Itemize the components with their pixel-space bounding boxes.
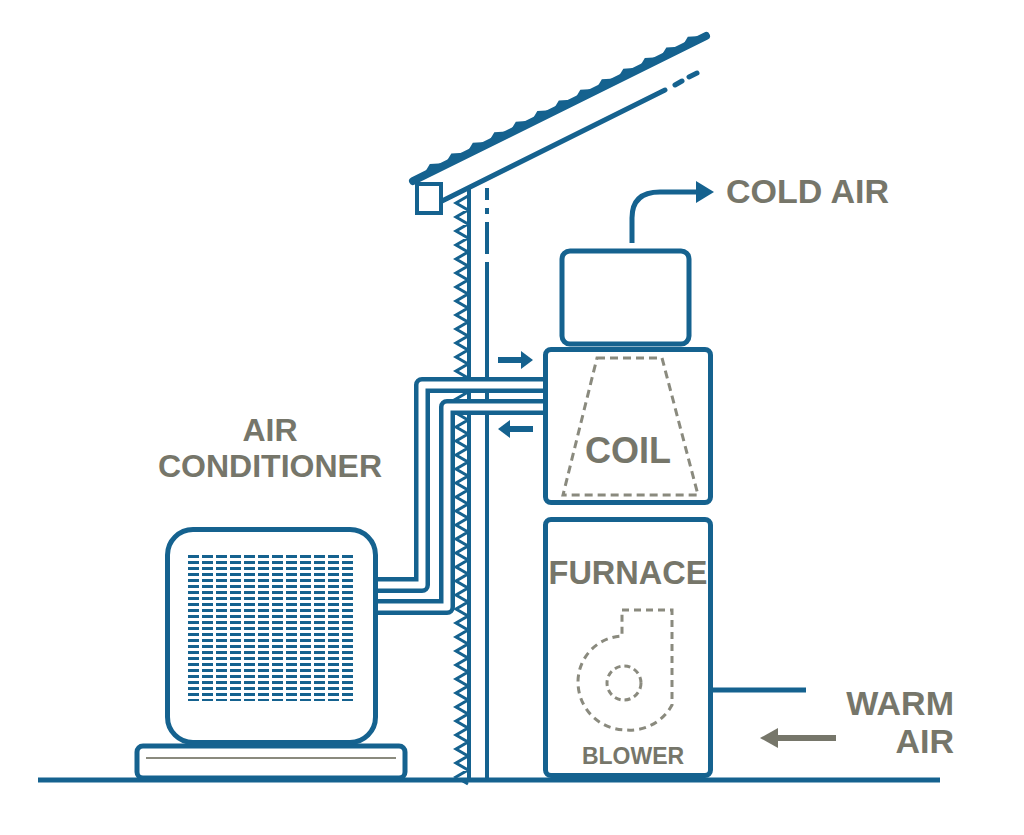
blower-wheel xyxy=(607,666,641,700)
cold-air-arrow xyxy=(632,192,698,243)
blower-housing xyxy=(578,610,672,730)
cold-air-arrowhead xyxy=(696,181,714,203)
coil-outline xyxy=(563,358,698,495)
blower: BLOWER xyxy=(570,610,696,770)
warm-air-label: WARM AIR xyxy=(826,684,954,760)
air-conditioner-unit: AIR CONDITIONER xyxy=(165,527,378,745)
ac-base xyxy=(137,746,405,778)
node-label: COIL xyxy=(543,431,713,471)
roof xyxy=(413,36,706,213)
node-label: AIR CONDITIONER xyxy=(135,413,405,485)
refrigerant-line xyxy=(376,407,545,607)
cold-air-label: COLD AIR xyxy=(726,172,926,210)
furnace-box: FURNACE BLOWER xyxy=(543,517,713,778)
node-label: FURNACE xyxy=(543,555,713,591)
return-duct xyxy=(713,688,806,693)
ac-grille xyxy=(188,555,354,701)
coil-box: COIL xyxy=(543,347,713,505)
wall xyxy=(456,188,487,784)
supply-plenum xyxy=(562,251,689,344)
refrigerant-line xyxy=(376,351,545,585)
node-label: BLOWER xyxy=(570,744,696,770)
ac-base-line xyxy=(146,757,396,759)
warm-air-arrowhead xyxy=(760,728,778,748)
warm-air-arrow xyxy=(775,735,836,741)
